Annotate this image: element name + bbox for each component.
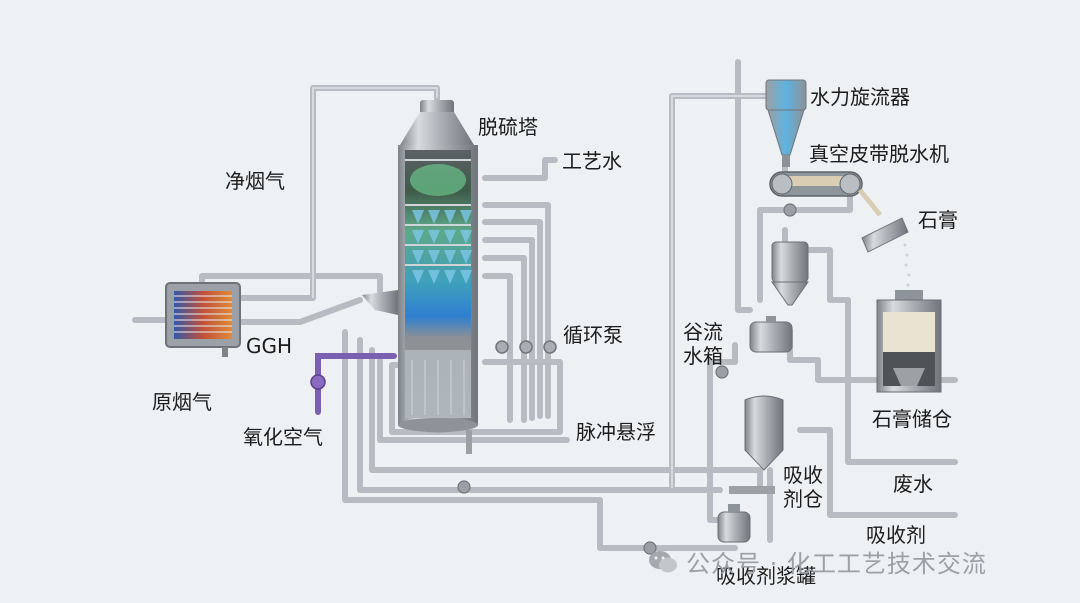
label-absorbent: 吸收剂 <box>866 523 926 547</box>
label-vacuum-belt-filter: 真空皮带脱水机 <box>809 142 949 166</box>
pipe-network <box>132 59 958 551</box>
label-absorber-tower: 脱硫塔 <box>478 115 538 139</box>
valley-water-tank <box>749 316 793 353</box>
watermark: 公众号 · 化工工艺技术交流 <box>648 544 987 579</box>
label-clean-flue-gas: 净烟气 <box>225 169 285 193</box>
label-pulse-suspension: 脉冲悬浮 <box>576 420 656 444</box>
slurry-tank <box>717 504 751 543</box>
label-gypsum: 石膏 <box>918 208 958 232</box>
absorber-tower <box>362 100 478 454</box>
label-absorbent-silo: 吸收剂仓 <box>783 463 823 511</box>
gypsum-silo <box>876 290 942 393</box>
oxidation-air-pipe <box>315 353 397 415</box>
watermark-text: 公众号 · 化工工艺技术交流 <box>686 550 987 578</box>
vacuum-belt-filter <box>769 171 882 217</box>
label-gypsum-silo: 石膏储仓 <box>872 407 952 431</box>
wechat-icon <box>649 550 677 572</box>
label-valley-water-tank: 谷流水箱 <box>683 320 723 368</box>
label-process-water: 工艺水 <box>562 149 622 173</box>
label-oxidation-air: 氧化空气 <box>243 425 323 449</box>
ggh-heat-exchanger <box>165 282 241 357</box>
absorbent-silo <box>729 395 784 494</box>
label-ggh: GGH <box>246 334 293 358</box>
filtrate-separator <box>771 241 809 306</box>
label-raw-flue-gas: 原烟气 <box>152 390 212 414</box>
hydrocyclone <box>765 79 807 167</box>
label-circulation-pump: 循环泵 <box>563 323 623 347</box>
label-hydrocyclone: 水力旋流器 <box>810 85 910 109</box>
gypsum-chute <box>861 217 911 287</box>
label-slurry-tank: 吸收剂浆罐 <box>716 564 816 588</box>
label-waste-water: 废水 <box>893 472 933 496</box>
circulation-pumps <box>495 340 557 354</box>
